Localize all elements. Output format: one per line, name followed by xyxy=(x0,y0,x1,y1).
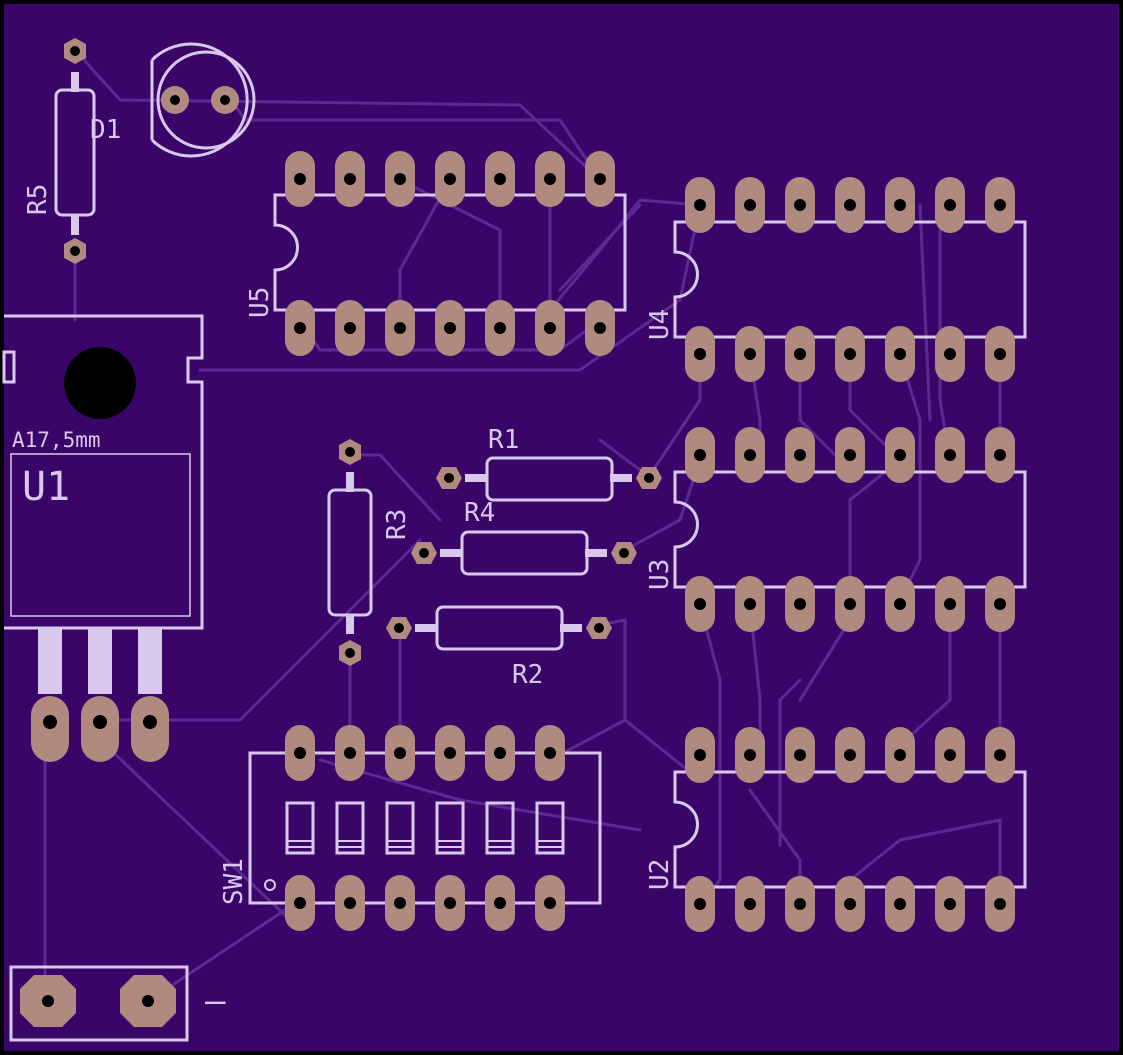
minus-label: – xyxy=(205,981,226,1021)
resistor-r3 xyxy=(327,439,373,666)
r4-label: R4 xyxy=(464,498,495,528)
mounting-hole-icon xyxy=(64,347,136,419)
u1-size-label: A17,5mm xyxy=(12,428,101,452)
resistor-r5 xyxy=(54,38,96,264)
resistor-r4 xyxy=(411,530,637,576)
ic-u3 xyxy=(673,427,1027,632)
led-d1 xyxy=(150,42,256,158)
dip-switch-slider-icon xyxy=(285,801,565,855)
resistor-r2 xyxy=(386,605,612,651)
u4-label: U4 xyxy=(645,309,675,340)
pin1-dot-icon xyxy=(264,879,276,891)
dip-switch-sw1 xyxy=(248,725,602,931)
r5-label: R5 xyxy=(23,184,53,215)
ic-u4 xyxy=(673,177,1027,382)
trace-layer xyxy=(43,48,1002,1002)
power-connector xyxy=(9,965,189,1042)
r2-label: R2 xyxy=(512,660,543,690)
r1-label: R1 xyxy=(488,425,519,455)
ic-u5 xyxy=(273,151,627,356)
regulator-u1 xyxy=(2,314,204,762)
u2-label: U2 xyxy=(645,859,675,890)
r3-label: R3 xyxy=(382,509,412,540)
u3-label: U3 xyxy=(645,559,675,590)
sw1-label: SW1 xyxy=(219,858,249,905)
ic-u2 xyxy=(673,727,1027,932)
resistor-r1 xyxy=(436,456,662,502)
u1-label: U1 xyxy=(22,464,70,510)
u5-label: U5 xyxy=(245,287,275,318)
